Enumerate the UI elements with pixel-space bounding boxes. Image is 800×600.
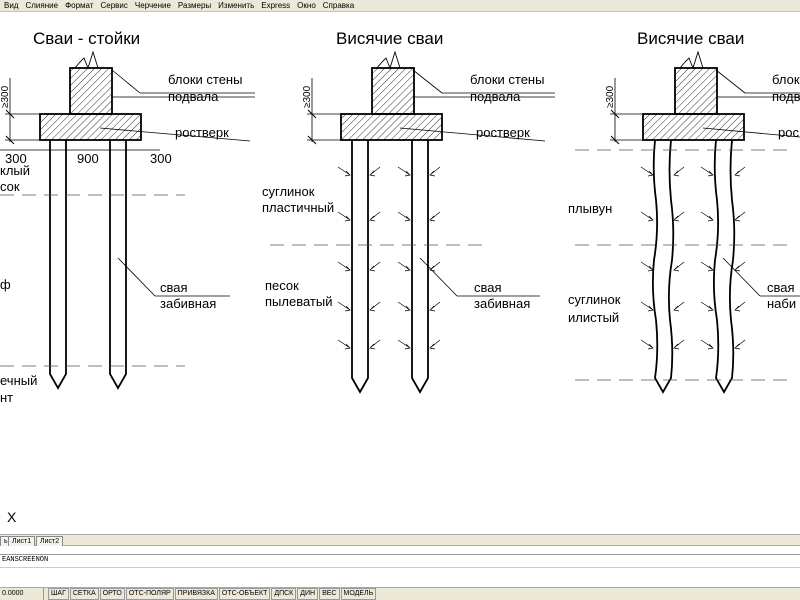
soil-label: ф <box>0 277 11 292</box>
grillage <box>39 113 142 141</box>
soil-label: пластичный <box>262 200 334 215</box>
grillage <box>642 113 745 141</box>
pile-right <box>411 140 429 394</box>
wall-label-line2: подвал <box>772 89 800 104</box>
pile-right <box>109 140 127 390</box>
soil-label: сок <box>0 179 20 194</box>
wall-label-line1: блоки стены <box>168 72 242 87</box>
polar-tracking-toggle[interactable]: ОТС-ПОЛЯР <box>125 588 174 600</box>
dim-900: 900 <box>77 151 99 166</box>
grillage-label: ростверк <box>476 125 530 140</box>
command-window[interactable]: EANSCREENON <box>0 546 800 588</box>
soil-label: пылеватый <box>265 294 332 309</box>
pile-label-line2: наби <box>767 296 796 311</box>
wall-break-mark <box>679 50 704 70</box>
section-friction-piles-2: Висячие сваи ≥300 <box>568 29 800 394</box>
dim-300-left: 300 <box>5 151 27 166</box>
depth-dimension: ≥300 <box>605 85 616 108</box>
soil-label: песок <box>265 278 299 293</box>
menu-item-merge[interactable]: Слияние <box>25 0 59 10</box>
grillage-label: ростверк <box>175 125 229 140</box>
basement-wall-block <box>371 67 415 115</box>
menu-item-view[interactable]: Вид <box>4 0 19 10</box>
menu-item-modify[interactable]: Изменить <box>218 0 255 10</box>
section-end-bearing-piles: Сваи - стойки ≥300 300 900 300 блок <box>0 29 255 405</box>
pile-left <box>49 140 67 390</box>
wall-break-mark <box>376 50 401 70</box>
section-title: Висячие сваи <box>336 29 443 48</box>
soil-label: плывун <box>568 201 612 216</box>
dim-300-right: 300 <box>150 151 172 166</box>
pile-label-line2: забивная <box>160 296 216 311</box>
grid-toggle[interactable]: СЕТКА <box>69 588 99 600</box>
section-friction-piles-1: Висячие сваи ≥300 <box>262 29 555 394</box>
command-divider <box>0 554 800 555</box>
menu-item-express[interactable]: Express <box>261 0 291 10</box>
menu-item-window[interactable]: Окно <box>297 0 316 10</box>
pile-left <box>651 139 675 394</box>
menu-item-dimensions[interactable]: Размеры <box>177 0 212 10</box>
soil-label: ечный <box>0 373 37 388</box>
command-history-line: EANSCREENON <box>2 556 49 564</box>
soil-label: суглинок <box>262 184 315 199</box>
soil-label: илистый <box>568 310 619 325</box>
pile-left <box>351 140 369 394</box>
wall-label-line2: подвала <box>470 89 521 104</box>
soil-label: клый <box>0 163 30 178</box>
object-snap-toggle[interactable]: ПРИВЯЗКА <box>174 588 218 600</box>
wall-label-line1: блоки стены <box>470 72 544 87</box>
wall-break-mark <box>74 50 99 70</box>
object-tracking-toggle[interactable]: ОТС-ОБЪЕКТ <box>218 588 271 600</box>
depth-dimension: ≥300 <box>302 85 313 108</box>
menu-item-help[interactable]: Справка <box>322 0 355 10</box>
dynamic-ucs-toggle[interactable]: ДПСК <box>271 588 297 600</box>
soil-label: суглинок <box>568 292 621 307</box>
menu-bar: Вид Слияние Формат Сервис Черчение Разме… <box>0 0 800 12</box>
basement-wall-block <box>674 67 718 115</box>
friction-arrows <box>337 166 441 350</box>
section-title: Сваи - стойки <box>33 29 140 48</box>
basement-wall-block <box>69 67 113 115</box>
menu-item-format[interactable]: Формат <box>65 0 94 10</box>
ortho-toggle[interactable]: ОРТО <box>99 588 125 600</box>
grillage-label: рос <box>778 125 799 140</box>
ucs-icon: X <box>7 509 17 525</box>
command-divider <box>0 567 800 568</box>
layout-tab-bar: ь Лист1 Лист2 <box>0 534 800 547</box>
lineweight-toggle[interactable]: ВЕС <box>319 588 340 600</box>
soil-label: нт <box>0 390 13 405</box>
menu-item-draw[interactable]: Черчение <box>134 0 171 10</box>
grillage <box>340 113 443 141</box>
pile-label-line2: забивная <box>474 296 530 311</box>
snap-toggle[interactable]: ШАГ <box>48 588 69 600</box>
model-space-toggle[interactable]: МОДЕЛЬ <box>340 588 377 600</box>
drawing-canvas[interactable]: Сваи - стойки ≥300 300 900 300 блок <box>0 12 800 534</box>
depth-dimension: ≥300 <box>0 85 11 108</box>
wall-label-line2: подвала <box>168 89 219 104</box>
pile-right <box>712 139 736 394</box>
dynamic-input-toggle[interactable]: ДИН <box>297 588 319 600</box>
menu-item-tools[interactable]: Сервис <box>100 0 128 10</box>
pile-label-line1: свая <box>474 280 502 295</box>
status-bar: 0.0000 ШАГ СЕТКА ОРТО ОТС-ПОЛЯР ПРИВЯЗКА… <box>0 588 800 600</box>
wall-label-line1: блоки с <box>772 72 800 87</box>
pile-label-line1: свая <box>767 280 795 295</box>
pile-label-line1: свая <box>160 280 188 295</box>
section-title: Висячие сваи <box>637 29 744 48</box>
coordinate-readout: 0.0000 <box>0 588 44 600</box>
